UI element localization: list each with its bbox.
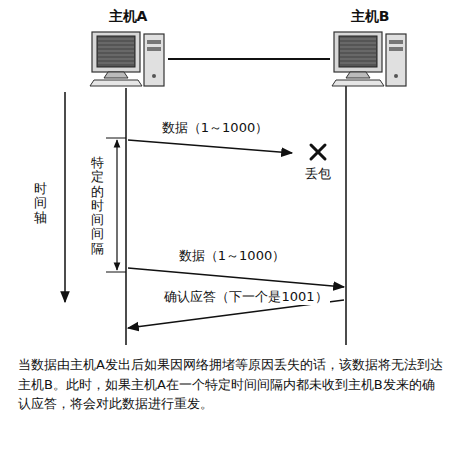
axis-label: 特定的时间间隔 [91, 156, 104, 256]
host-computer: 主机A [88, 8, 168, 90]
figure-caption: 当数据由主机A发出后如果因网络拥堵等原因丢失的话，该数据将无法到达主机B。此时，… [18, 355, 444, 414]
lifeline-a [125, 88, 127, 345]
data-arrow [128, 140, 292, 153]
host-computer: 主机B [330, 8, 410, 90]
lifeline-b [345, 84, 347, 345]
loss-mark [311, 145, 325, 159]
arrow-label: 数据（1～1000） [162, 120, 268, 136]
host-name: 主机A [109, 8, 148, 25]
arrow-label: 确认应答（下一个是1001） [162, 289, 329, 305]
host-name: 主机B [351, 8, 390, 25]
computer-icon [88, 28, 168, 90]
axis-label: 时间轴 [34, 182, 47, 225]
interval-bracket [116, 140, 117, 270]
arrow-label: 丢包 [305, 166, 331, 182]
bracket-tick [106, 272, 126, 273]
time-axis [64, 92, 66, 302]
bracket-tick [106, 138, 126, 139]
arrow-label: 数据（1～1000） [179, 248, 285, 264]
network-cable [168, 58, 330, 60]
data-arrow [128, 268, 344, 287]
computer-icon [330, 28, 410, 90]
